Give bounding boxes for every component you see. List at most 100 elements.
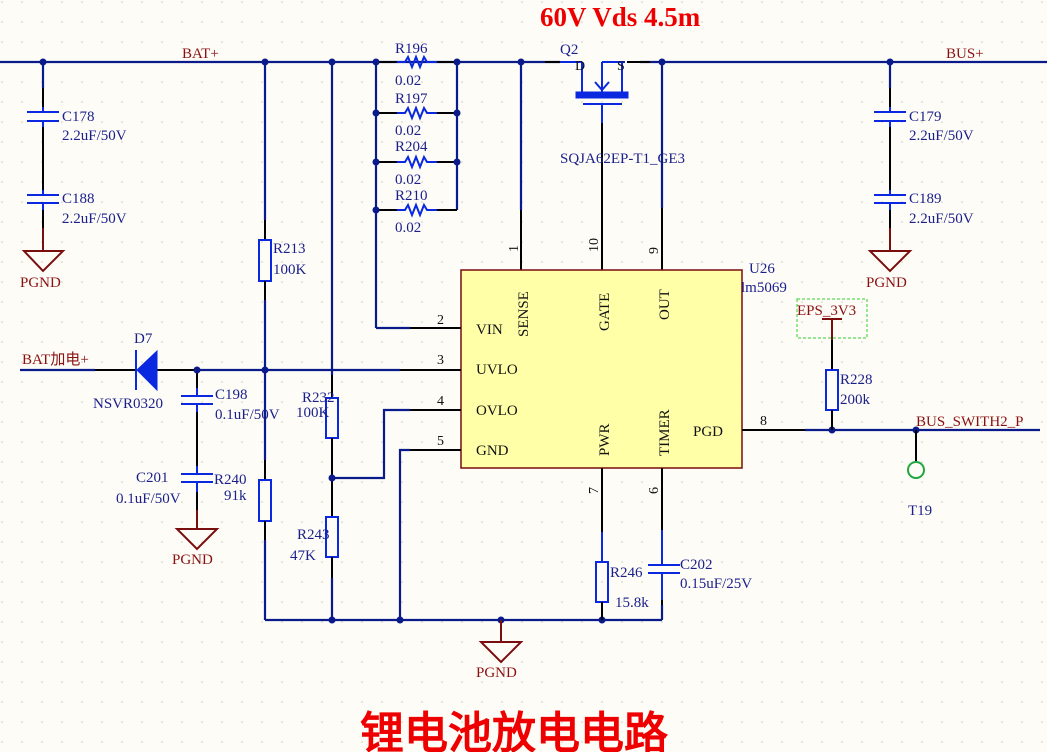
junction: [372, 109, 380, 117]
pin-out-label: OUT: [657, 289, 673, 320]
ovlo-wire[interactable]: [332, 408, 461, 480]
pin-timer-label: TIMER: [657, 409, 673, 456]
ic-u26-body[interactable]: [460, 269, 743, 469]
pin-10-number: 10: [587, 238, 602, 252]
c189-value: 2.2uF/50V: [909, 211, 974, 227]
r204-value: 0.02: [395, 172, 421, 188]
r246-value: 15.8k: [615, 595, 649, 611]
pgnd-symbol-right: [867, 228, 913, 273]
capacitor-c178[interactable]: [27, 62, 59, 127]
power-port-eps-3v3: [822, 318, 842, 340]
t19-ref: T19: [908, 503, 932, 519]
u26-ref: U26: [749, 261, 775, 277]
r210-ref: R210: [395, 188, 428, 204]
junction: [39, 58, 47, 66]
junction: [453, 158, 461, 166]
pin-ovlo-label: OVLO: [476, 403, 518, 419]
resistor-r243[interactable]: [325, 478, 339, 620]
pin-gnd-label: GND: [476, 443, 509, 459]
d7-ref: D7: [134, 331, 153, 347]
junction: [396, 616, 404, 624]
resistor-r228[interactable]: [825, 340, 839, 430]
c188-value: 2.2uF/50V: [62, 211, 127, 227]
pin-pwr-label: PWR: [597, 423, 613, 456]
pin-2-number: 2: [437, 313, 444, 328]
net-label-bus-plus: BUS+: [946, 46, 984, 62]
resistor-r240[interactable]: [258, 460, 272, 620]
capacitor-c202[interactable]: [648, 468, 680, 620]
capacitor-c179[interactable]: [874, 62, 906, 127]
resistor-r232[interactable]: [325, 62, 339, 478]
resistor-r213[interactable]: [258, 62, 272, 460]
pin-6-number: 6: [647, 487, 662, 494]
pgnd-label-bottom: PGND: [476, 665, 517, 681]
mosfet-q2[interactable]: [560, 61, 629, 270]
pin-gate-label: GATE: [597, 293, 613, 331]
junction: [658, 58, 666, 66]
pin-1-number: 1: [507, 245, 522, 252]
c202-value: 0.15uF/25V: [680, 576, 752, 592]
pin-7-number: 7: [587, 487, 602, 494]
c198-ref: C198: [215, 387, 248, 403]
junction: [372, 58, 380, 66]
junction: [372, 158, 380, 166]
c202-ref: C202: [680, 557, 713, 573]
shunt-resistor-bank: [374, 62, 459, 328]
junction: [261, 58, 269, 66]
r204-ref: R204: [395, 139, 428, 155]
pgnd-symbol-left: [21, 228, 66, 273]
pin-5-number: 5: [437, 434, 444, 449]
title-annotation: 60V Vds 4.5m: [540, 2, 701, 32]
pgnd-label-mid: PGND: [172, 552, 213, 568]
pgnd-label-right: PGND: [866, 275, 907, 291]
r232-value: 100K: [296, 405, 330, 421]
q2-ref: Q2: [560, 42, 578, 58]
pin-4-number: 4: [437, 394, 444, 409]
q2-pin-d: D: [575, 59, 585, 74]
resistor-r246[interactable]: [595, 468, 609, 620]
c201-ref: C201: [136, 470, 169, 486]
junction: [517, 58, 525, 66]
c178-value: 2.2uF/50V: [62, 128, 127, 144]
junction: [328, 58, 336, 66]
test-point-t19[interactable]: [907, 430, 925, 479]
r240-ref: R240: [214, 472, 247, 488]
r213-ref: R213: [273, 241, 306, 257]
pin-sense-label: SENSE: [516, 291, 532, 337]
r197-value: 0.02: [395, 123, 421, 139]
net-label-bat-plus: BAT+: [182, 46, 219, 62]
c189-ref: C189: [909, 191, 942, 207]
net-label-eps-3v3: EPS_3V3: [797, 303, 856, 319]
r232-ref: R232: [302, 390, 335, 406]
junction: [372, 206, 380, 214]
net-label-bus-swith2: BUS_SWITH2_P: [916, 414, 1024, 430]
c179-value: 2.2uF/50V: [909, 128, 974, 144]
d7-value: NSVR0320: [93, 396, 163, 412]
capacitor-c201[interactable]: [181, 466, 213, 510]
pin-3-number: 3: [437, 353, 444, 368]
junction: [453, 109, 461, 117]
q2-pin-s: S: [617, 59, 625, 74]
capacitor-c188[interactable]: [27, 127, 59, 228]
junction: [453, 58, 461, 66]
u26-value: lm5069: [741, 280, 787, 296]
pgnd-symbol-mid: [174, 510, 220, 551]
r246-ref: R246: [610, 565, 643, 581]
r228-value: 200k: [840, 392, 871, 408]
q2-value: SQJA62EP-T1_GE3: [560, 151, 685, 167]
r196-value: 0.02: [395, 73, 421, 89]
diode-d7[interactable]: [135, 349, 158, 392]
capacitor-c198[interactable]: [181, 370, 213, 466]
pin-9-number: 9: [647, 247, 662, 254]
eps-3v3-selection-box: [796, 298, 868, 339]
r197-ref: R197: [395, 91, 428, 107]
r213-value: 100K: [273, 262, 307, 278]
capacitor-c189[interactable]: [874, 127, 906, 228]
gnd-wire[interactable]: [398, 448, 461, 620]
r243-value: 47K: [290, 548, 316, 564]
circuit-caption: 锂电池放电电路: [360, 709, 669, 752]
junction: [328, 616, 336, 624]
c188-ref: C188: [62, 191, 95, 207]
junction: [193, 366, 201, 374]
